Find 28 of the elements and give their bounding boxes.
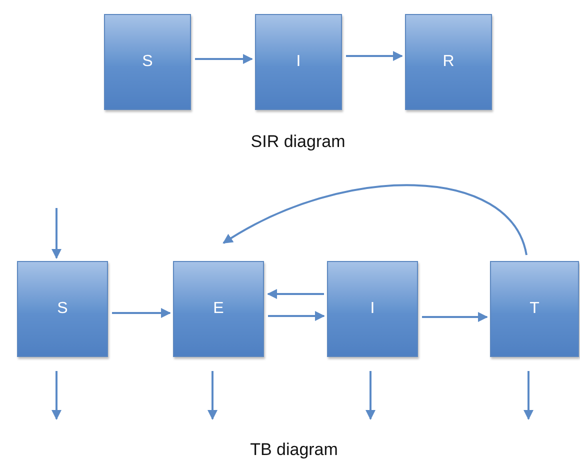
compartment-box [17,261,108,357]
compartment-box [490,261,579,357]
compartment-box [104,14,191,110]
compartment-label: I [296,53,301,71]
arrow [422,312,488,322]
compartment-label: T [530,300,540,318]
arrow [208,371,218,420]
arrow [267,289,324,299]
arrow [346,51,403,61]
compartment-label: I [370,300,375,318]
compartment-box [327,261,418,357]
compartment-box [173,261,264,357]
compartment-box [405,14,492,110]
arrow [52,208,62,259]
compartment-label: S [57,300,68,318]
arrow [112,308,171,318]
compartment-box [255,14,342,110]
arrow [52,371,62,420]
arrow [524,371,534,420]
compartment-label: E [213,300,224,318]
arrow [268,311,325,321]
diagram-caption: TB diagram [250,440,338,460]
arrow [222,184,528,256]
arrow [195,54,253,64]
compartment-label: S [142,53,153,71]
diagram-caption: SIR diagram [250,132,346,152]
arrow [366,371,376,420]
compartment-label: R [442,53,454,71]
